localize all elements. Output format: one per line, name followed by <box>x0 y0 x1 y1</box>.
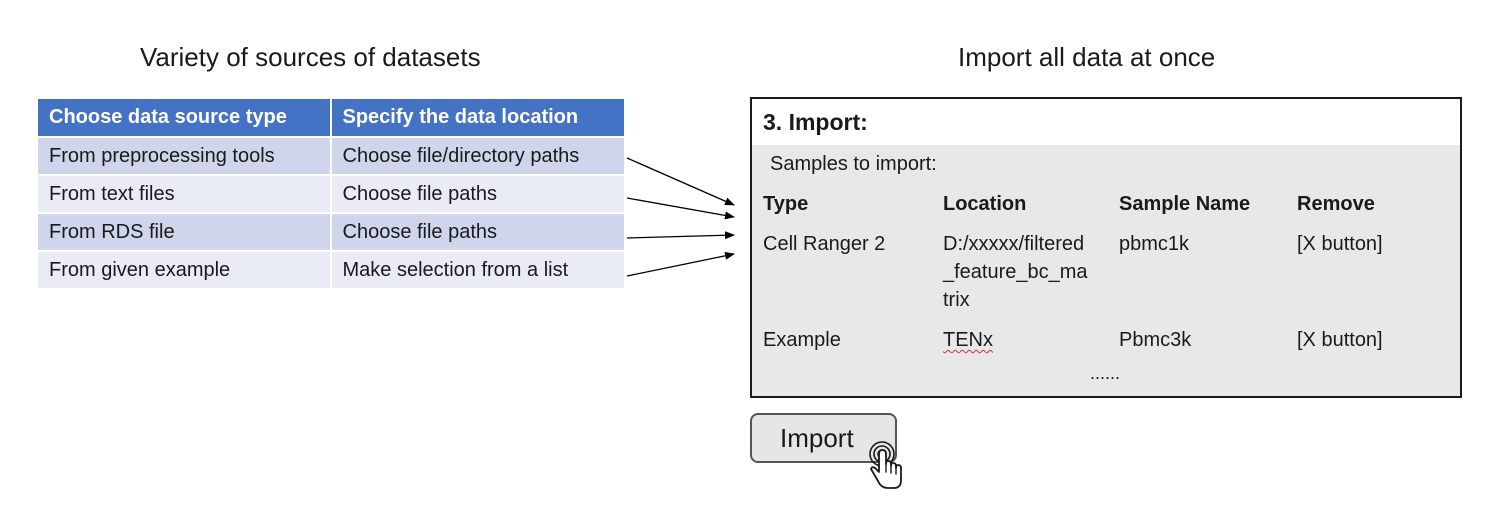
import-panel-header: 3. Import: <box>752 99 1460 145</box>
source-type-cell: From text files <box>38 175 332 214</box>
arrow-icon <box>626 197 735 220</box>
sample-name-cell: pbmc1k <box>1119 233 1190 255</box>
data-location-cell: Choose file paths <box>330 213 626 252</box>
source-type-cell: From given example <box>38 251 332 290</box>
sample-location-text: TENx <box>943 329 993 351</box>
table-header-row: Choose data source type Specify the data… <box>38 99 626 138</box>
more-rows-ellipsis: ...... <box>1090 363 1121 383</box>
arrow-icon <box>626 157 735 206</box>
hand-pointer-click-icon <box>869 441 902 489</box>
header-source-type: Choose data source type <box>38 99 332 138</box>
sample-location-cell: TENx <box>943 326 1093 354</box>
data-location-cell: Choose file paths <box>330 175 626 214</box>
arrow-icon <box>626 231 735 240</box>
table-row: From text files Choose file paths <box>38 175 626 214</box>
column-header-sample-name: Sample Name <box>1119 193 1251 215</box>
data-location-cell: Choose file/directory paths <box>330 137 626 176</box>
data-location-cell: Make selection from a list <box>330 251 626 290</box>
left-title: Variety of sources of datasets <box>140 42 481 72</box>
table-row: From given example Make selection from a… <box>38 251 626 290</box>
column-header-type: Type <box>763 193 809 215</box>
sample-type-cell: Cell Ranger 2 <box>763 233 886 255</box>
header-data-location: Specify the data location <box>330 99 626 138</box>
data-source-table: Choose data source type Specify the data… <box>38 99 626 290</box>
arrow-icon <box>626 251 735 277</box>
samples-to-import-label: Samples to import: <box>770 153 937 175</box>
table-row: From preprocessing tools Choose file/dir… <box>38 137 626 176</box>
import-button[interactable]: Import <box>750 413 897 463</box>
right-title: Import all data at once <box>958 42 1216 72</box>
remove-button[interactable]: [X button] <box>1297 329 1383 351</box>
column-header-remove: Remove <box>1297 193 1375 215</box>
sample-name-cell: Pbmc3k <box>1119 329 1192 351</box>
source-type-cell: From preprocessing tools <box>38 137 332 176</box>
sample-location-cell: D:/xxxxx/filtered_feature_bc_matrix <box>943 233 1088 311</box>
source-type-cell: From RDS file <box>38 213 332 252</box>
remove-button[interactable]: [X button] <box>1297 233 1383 255</box>
sample-type-cell: Example <box>763 329 841 351</box>
import-panel: 3. Import: Samples to import: Type Locat… <box>750 97 1462 398</box>
column-header-location: Location <box>943 193 1027 215</box>
table-row: From RDS file Choose file paths <box>38 213 626 252</box>
